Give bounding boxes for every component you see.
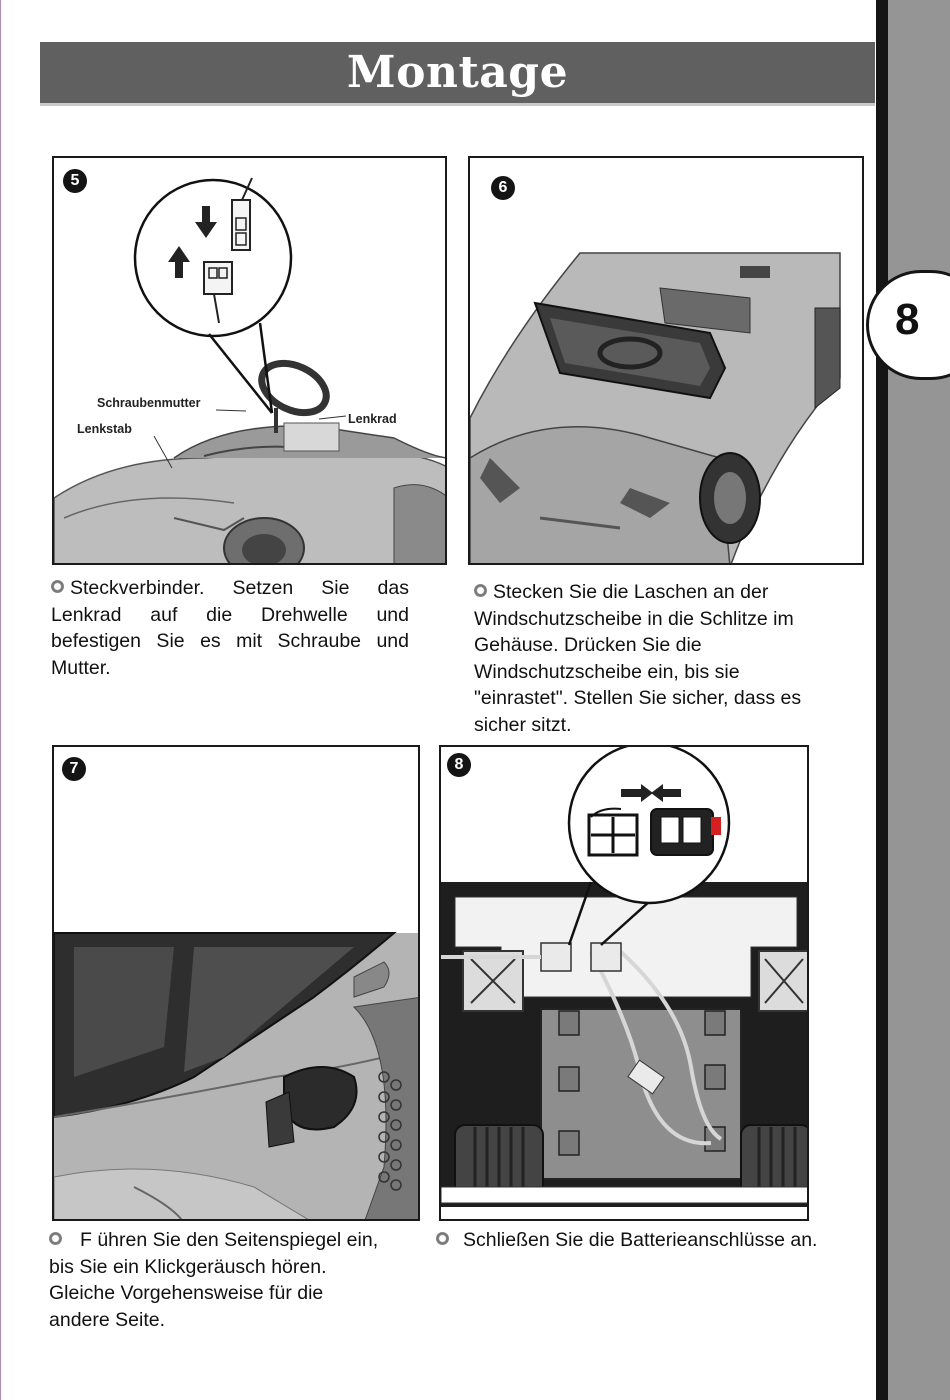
- bullet-icon: [474, 584, 487, 597]
- battery-connector-drawing: [441, 747, 807, 1219]
- steering-wheel-assembly-drawing: [54, 177, 445, 563]
- bullet-icon: [436, 1232, 449, 1245]
- step-7-text: F ühren Sie den Seitenspiegel ein, bis S…: [49, 1229, 379, 1331]
- step-7-badge: 7: [62, 757, 86, 781]
- page-number: 8: [895, 295, 920, 344]
- bullet-icon: [49, 1232, 62, 1245]
- step-6-caption: Stecken Sie die Laschen an der Windschut…: [474, 579, 834, 738]
- section-header-banner: Montage: [40, 42, 875, 106]
- page-edge-line: [0, 0, 1, 1400]
- step-5-caption: Steckverbinder. Setzen Sie das Lenkrad a…: [51, 575, 409, 681]
- step-5-illustration: 5 Schraubenmutter Lenkrad: [52, 156, 447, 565]
- section-title: Montage: [346, 47, 569, 98]
- step-8-caption: Schließen Sie die Batterieanschlüsse an.: [436, 1227, 876, 1254]
- step-5-text: Steckverbinder. Setzen Sie das Lenkrad a…: [51, 577, 409, 679]
- callout-nut: Schraubenmutter: [97, 396, 201, 410]
- step-8-text: Schließen Sie die Batterieanschlüsse an.: [463, 1229, 818, 1251]
- windshield-installation-drawing: [470, 252, 862, 563]
- callout-steering-wheel: Lenkrad: [348, 412, 397, 426]
- step-8-badge: 8: [447, 753, 471, 777]
- side-bar-dark: [876, 0, 888, 1400]
- page-number-tab: 8: [866, 270, 950, 380]
- side-bar-gray: [888, 0, 950, 1400]
- step-7-illustration: 7: [52, 745, 420, 1221]
- step-5-badge: 5: [63, 169, 87, 193]
- bullet-icon: [51, 580, 64, 593]
- step-7-caption: F ühren Sie den Seitenspiegel ein, bis S…: [49, 1227, 379, 1333]
- step-6-badge: 6: [491, 176, 515, 200]
- step-6-text: Stecken Sie die Laschen an der Windschut…: [474, 581, 802, 736]
- step-8-illustration: 8: [439, 745, 809, 1221]
- side-mirror-installation-drawing: [54, 932, 418, 1219]
- callout-steering-shaft: Lenkstab: [77, 422, 132, 436]
- step-6-illustration: 6: [468, 156, 864, 565]
